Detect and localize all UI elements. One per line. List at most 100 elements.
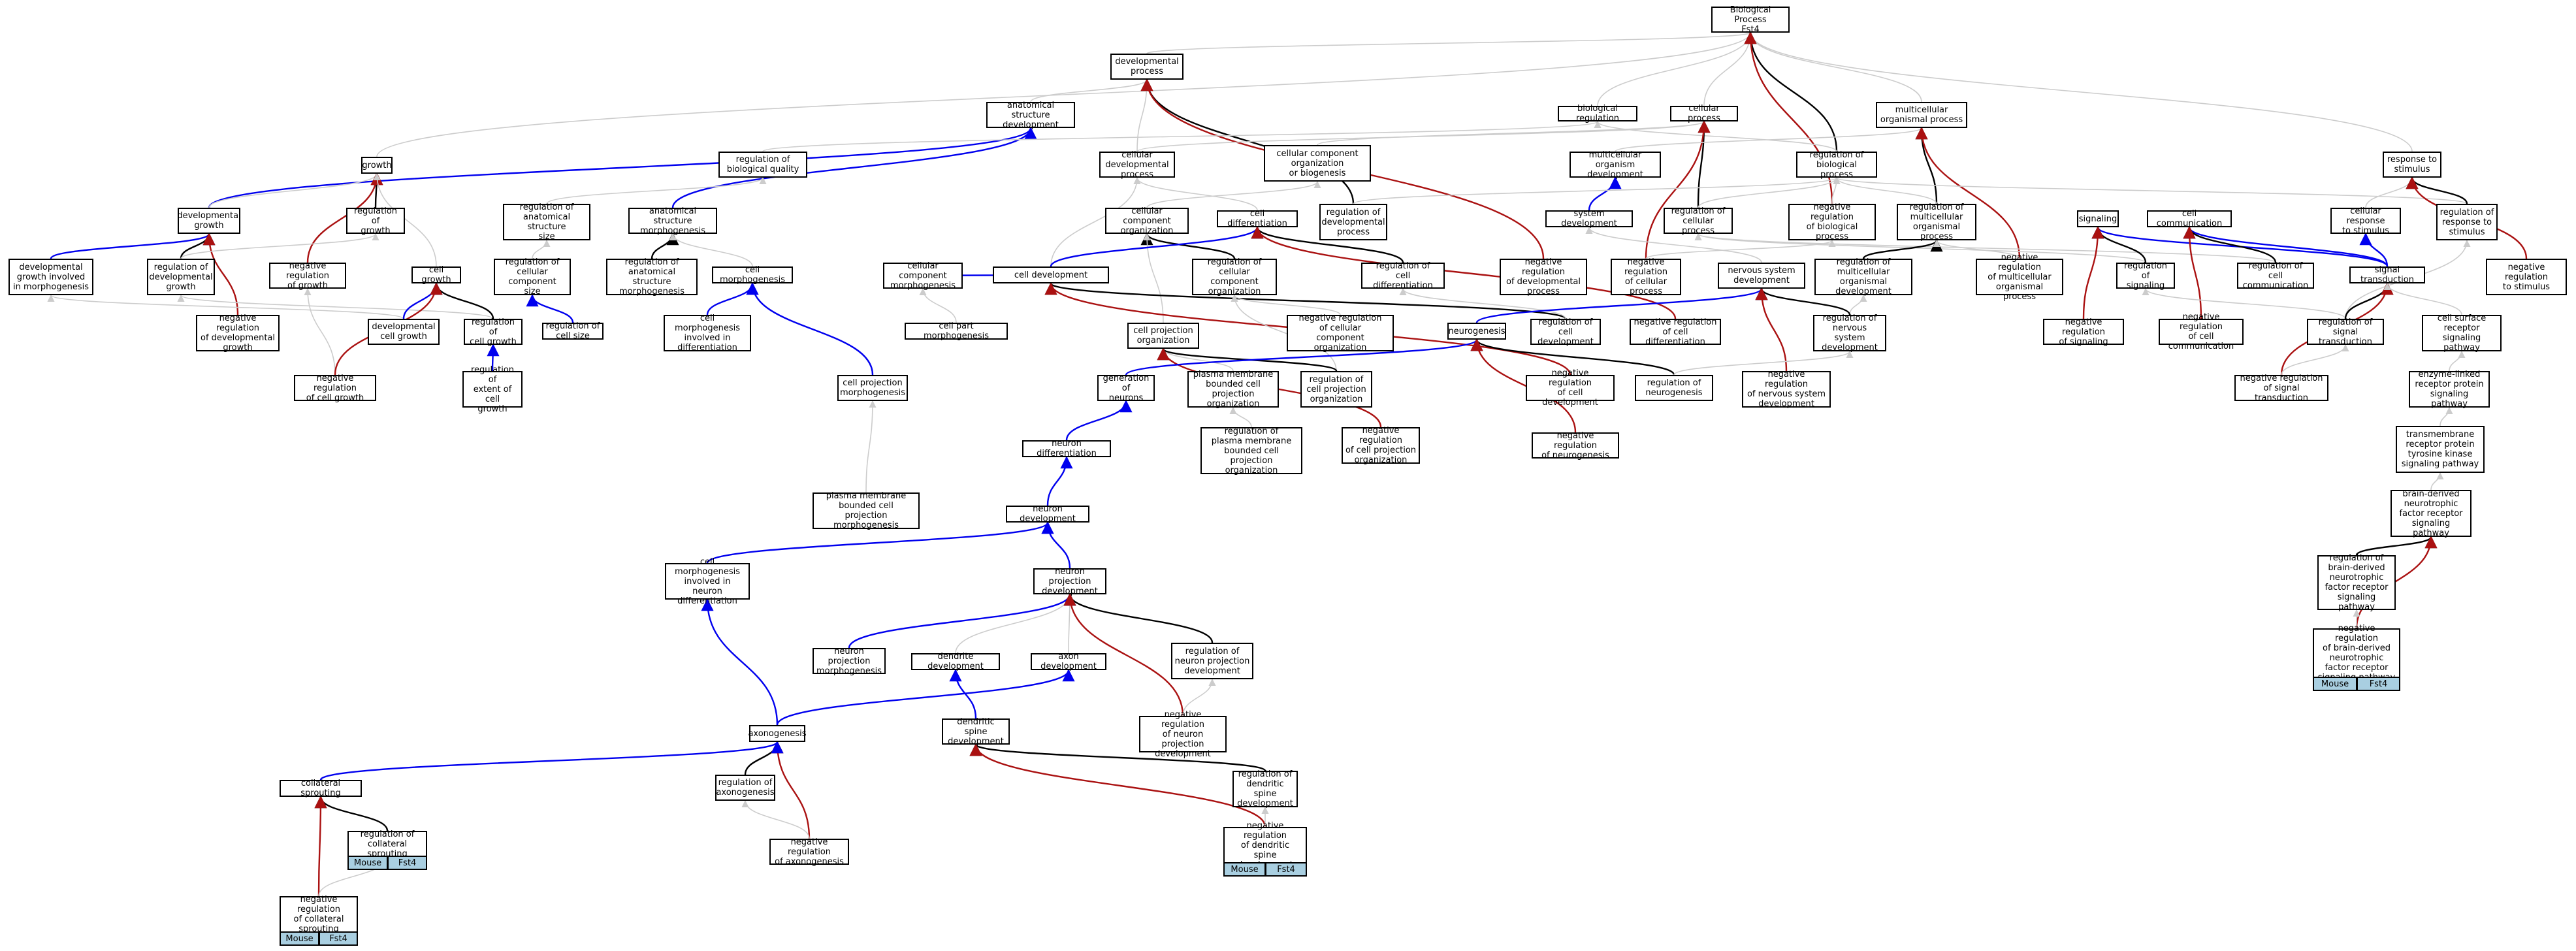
go-term-regulation-of-collateral-sprouting[interactable]: regulation of collateral sprouting <box>347 830 427 859</box>
go-term-negative-regulation-of-neurogenesis[interactable]: negative regulation of neurogenesis <box>1532 431 1619 460</box>
go-term-negative-regulation-of-cell-growth[interactable]: negative regulation of cell growth <box>294 374 376 403</box>
go-term-negative-regulation-of-multicellular-organismal-process[interactable]: negative regulation of multicellular org… <box>1976 253 2063 302</box>
go-term-transmembrane-receptor-protein-tyrosine-kinase-signaling-pathway[interactable]: transmembrane receptor protein tyrosine … <box>2396 426 2485 473</box>
go-term-regulation-of-anatomical-structure-size[interactable]: regulation of anatomical structure size <box>503 202 590 242</box>
go-term-cellular-response-to-stimulus[interactable]: cellular response to stimulus <box>2330 206 2401 236</box>
go-term-negative-regulation-of-cell-communication[interactable]: negative regulation of cell communicatio… <box>2159 312 2244 351</box>
go-term-cellular-component-organization-or-biogenesis[interactable]: cellular component organization or bioge… <box>1264 145 1371 182</box>
go-term-negative-regulation-of-signal-transduction[interactable]: negative regulation of signal transducti… <box>2234 374 2328 403</box>
go-term-regulation-of-developmental-process[interactable]: regulation of developmental process <box>1319 204 1387 240</box>
go-term-generation-of-neurons[interactable]: generation of neurons <box>1097 374 1155 403</box>
go-term-negative-regulation-of-cell-development[interactable]: negative regulation of cell development <box>1526 368 1615 408</box>
go-term-regulation-of-cell-projection-organization[interactable]: regulation of cell projection organizati… <box>1300 371 1372 408</box>
go-term-multicellular-organismal-process[interactable]: multicellular organismal process <box>1876 102 1967 128</box>
go-term-neuron-projection-morphogenesis[interactable]: neuron projection morphogenesis <box>813 647 886 676</box>
go-term-developmental-growth[interactable]: developmental growth <box>177 208 241 234</box>
go-term-negative-regulation-of-cellular-component-organization[interactable]: negative regulation of cellular componen… <box>1287 314 1394 353</box>
go-term-response-to-stimulus[interactable]: response to stimulus <box>2383 152 2441 178</box>
go-term-negative-regulation-of-growth[interactable]: negative regulation of growth <box>269 261 346 291</box>
go-term-regulation-of-cellular-component-size[interactable]: regulation of cellular component size <box>494 257 571 297</box>
go-term-axonogenesis[interactable]: axonogenesis <box>748 725 807 742</box>
go-term-cellular-developmental-process[interactable]: cellular developmental process <box>1099 150 1175 180</box>
go-term-negative-regulation-of-axonogenesis[interactable]: negative regulation of axonogenesis <box>769 837 849 867</box>
go-term-signaling[interactable]: signaling <box>2077 210 2119 227</box>
go-term-regulation-of-multicellular-organismal-development[interactable]: regulation of multicellular organismal d… <box>1814 257 1912 297</box>
go-term-regulation-of-plasma-membrane-bounded-cell-projection-organization[interactable]: regulation of plasma membrane bounded ce… <box>1200 427 1302 476</box>
go-term-system-development[interactable]: system development <box>1545 209 1633 229</box>
go-term-regulation-of-biological-quality[interactable]: regulation of biological quality <box>718 152 807 178</box>
go-term-negative-regulation-to-stimulus[interactable]: negative regulation to stimulus <box>2486 259 2567 295</box>
go-term-biological-regulation[interactable]: biological regulation <box>1558 104 1637 123</box>
go-term-negative-regulation-of-cell-differentiation[interactable]: negative regulation of cell differentiat… <box>1630 317 1721 347</box>
go-term-cell-morphogenesis-involved-in-differentiation[interactable]: cell morphogenesis involved in different… <box>664 314 751 353</box>
go-term-neuron-development[interactable]: neuron development <box>1006 504 1089 524</box>
go-term-negative-regulation-of-developmental-growth[interactable]: negative regulation of developmental gro… <box>196 314 280 353</box>
go-term-negative-regulation-of-cell-projection-organization[interactable]: negative regulation of cell projection o… <box>1342 426 1420 465</box>
go-term-cell-development[interactable]: cell development <box>993 266 1109 283</box>
go-term-axon-development[interactable]: axon development <box>1031 652 1106 671</box>
go-term-regulation-of-brain-derived-neurotrophic-factor-receptor-signaling-pathway[interactable]: regulation of brain-derived neurotrophic… <box>2317 553 2396 612</box>
go-term-cell-morphogenesis[interactable]: cell morphogenesis <box>712 265 793 285</box>
go-term-negative-regulation-of-neuron-projection-development[interactable]: negative regulation of neuron projection… <box>1139 710 1227 759</box>
go-term-collateral-sprouting[interactable]: collateral sprouting <box>280 779 362 798</box>
go-term-regulation-of-response-to-stimulus[interactable]: regulation of response to stimulus <box>2436 204 2498 240</box>
go-term-negative-regulation-of-nervous-system-development[interactable]: negative regulation of nervous system de… <box>1742 370 1831 409</box>
go-term-neuron-differentiation[interactable]: neuron differentiation <box>1022 439 1111 459</box>
go-term-regulation-of-cellular-process[interactable]: regulation of cellular process <box>1664 206 1733 236</box>
go-term-regulation-of-developmental-growth[interactable]: regulation of developmental growth <box>147 259 215 295</box>
go-term-anatomical-structure-development[interactable]: anatomical structure development <box>986 101 1075 130</box>
go-term-regulation-of-extent-of-cell-growth[interactable]: regulation of extent of cell growth <box>462 365 523 414</box>
go-term-negative-regulation-of-biological-process[interactable]: negative regulation of biological proces… <box>1788 202 1876 242</box>
go-term-brain-derived-neurotrophic-factor-receptor-signaling-pathway[interactable]: brain-derived neurotrophic factor recept… <box>2391 489 2471 538</box>
go-term-cell-projection-morphogenesis[interactable]: cell projection morphogenesis <box>837 375 908 401</box>
go-term-negative-regulation-of-developmental-process[interactable]: negative regulation of developmental pro… <box>1500 257 1587 297</box>
go-term-dendrite-development[interactable]: dendrite development <box>911 652 1000 671</box>
go-term-regulation-of-cell-development[interactable]: regulation of cell development <box>1530 317 1601 347</box>
go-term-cellular-process[interactable]: cellular process <box>1670 104 1738 123</box>
go-term-cell-surface-receptor-signaling-pathway[interactable]: cell surface receptor signaling pathway <box>2422 314 2502 353</box>
go-term-cell-morphogenesis-involved-in-neuron-differentiation[interactable]: cell morphogenesis involved in neuron di… <box>665 557 750 606</box>
go-term-regulation-of-growth[interactable]: regulation of growth <box>346 206 405 236</box>
go-term-plasma-membrane-bounded-cell-projection-morphogenesis[interactable]: plasma membrane bounded cell projection … <box>813 491 920 530</box>
go-term-regulation-of-dendritic-spine-development[interactable]: regulation of dendritic spine developmen… <box>1232 769 1298 809</box>
go-term-cell-projection-organization[interactable]: cell projection organization <box>1127 323 1199 349</box>
go-term-regulation-of-cell-growth[interactable]: regulation of cell growth <box>464 317 523 347</box>
go-term-regulation-of-cellular-component-organization[interactable]: regulation of cellular component organiz… <box>1192 257 1277 297</box>
go-term-biological-process-fst4[interactable]: Biological Process Fst4 <box>1711 5 1790 35</box>
go-term-regulation-of-neuron-projection-development[interactable]: regulation of neuron projection developm… <box>1171 643 1253 679</box>
go-term-negative-regulation-of-brain-derived-neurotrophic-factor-receptor-signaling-pathway[interactable]: negative regulation of brain-derived neu… <box>2313 624 2400 683</box>
go-term-regulation-of-signal-transduction[interactable]: regulation of signal transduction <box>2307 317 2384 347</box>
go-term-regulation-of-cell-differentiation[interactable]: regulation of cell differentiation <box>1361 261 1445 291</box>
go-term-regulation-of-anatomical-structure-morphogenesis[interactable]: regulation of anatomical structure morph… <box>606 257 698 297</box>
go-term-plasma-membrane-bounded-cell-projection-organization[interactable]: plasma membrane bounded cell projection … <box>1187 370 1279 409</box>
go-term-cellular-component-morphogenesis[interactable]: cellular component morphogenesis <box>883 261 963 291</box>
go-term-regulation-of-cell-communication[interactable]: regulation of cell communication <box>2237 261 2314 291</box>
go-term-regulation-of-neurogenesis[interactable]: regulation of neurogenesis <box>1635 375 1713 401</box>
go-term-anatomical-structure-morphogenesis[interactable]: anatomical structure morphogenesis <box>628 206 717 236</box>
go-term-developmental-process[interactable]: developmental process <box>1110 54 1183 80</box>
go-term-regulation-of-cell-size[interactable]: regulation of cell size <box>542 321 604 341</box>
go-term-negative-regulation-of-collateral-sprouting[interactable]: negative regulation of collateral sprout… <box>280 895 358 934</box>
go-term-neurogenesis[interactable]: neurogenesis <box>1447 323 1506 340</box>
go-term-cell-growth[interactable]: cell growth <box>411 265 461 285</box>
go-term-developmental-growth-involved-in-morphogenesis[interactable]: developmental growth involved in morphog… <box>8 259 93 295</box>
go-term-developmental-cell-growth[interactable]: developmental cell growth <box>368 319 440 345</box>
go-term-neuron-projection-development[interactable]: neuron projection development <box>1033 567 1106 596</box>
go-term-multicellular-organism-development[interactable]: multicellular organism development <box>1570 150 1661 180</box>
go-term-regulation-of-biological-process[interactable]: regulation of biological process <box>1796 150 1877 180</box>
go-term-regulation-of-signaling[interactable]: regulation of signaling <box>2116 261 2175 291</box>
go-term-regulation-of-axonogenesis[interactable]: regulation of axonogenesis <box>715 775 775 801</box>
go-term-dendritic-spine-development[interactable]: dendritic spine development <box>942 717 1010 747</box>
go-term-cell-communication[interactable]: cell communication <box>2147 209 2232 229</box>
go-term-negative-regulation-of-cellular-process[interactable]: negative regulation of cellular process <box>1611 257 1681 297</box>
go-term-growth[interactable]: growth <box>361 157 393 174</box>
go-term-cellular-component-organization[interactable]: cellular component organization <box>1105 206 1189 236</box>
go-term-enzyme-linked-receptor-protein-signaling-pathway[interactable]: enzyme-linked receptor protein signaling… <box>2409 370 2490 409</box>
go-term-negative-regulation-of-signaling[interactable]: negative regulation of signaling <box>2043 317 2124 347</box>
go-term-cell-part-morphogenesis[interactable]: cell part morphogenesis <box>905 321 1008 341</box>
go-term-cell-differentiation[interactable]: cell differentiation <box>1217 209 1298 229</box>
go-term-nervous-system-development[interactable]: nervous system development <box>1718 263 1805 289</box>
go-term-regulation-of-nervous-system-development[interactable]: regulation of nervous system development <box>1813 314 1886 353</box>
go-term-negative-regulation-of-dendritic-spine-development[interactable]: negative regulation of dendritic spine d… <box>1223 821 1307 870</box>
go-term-signal-transduction[interactable]: signal transduction <box>2349 265 2425 285</box>
